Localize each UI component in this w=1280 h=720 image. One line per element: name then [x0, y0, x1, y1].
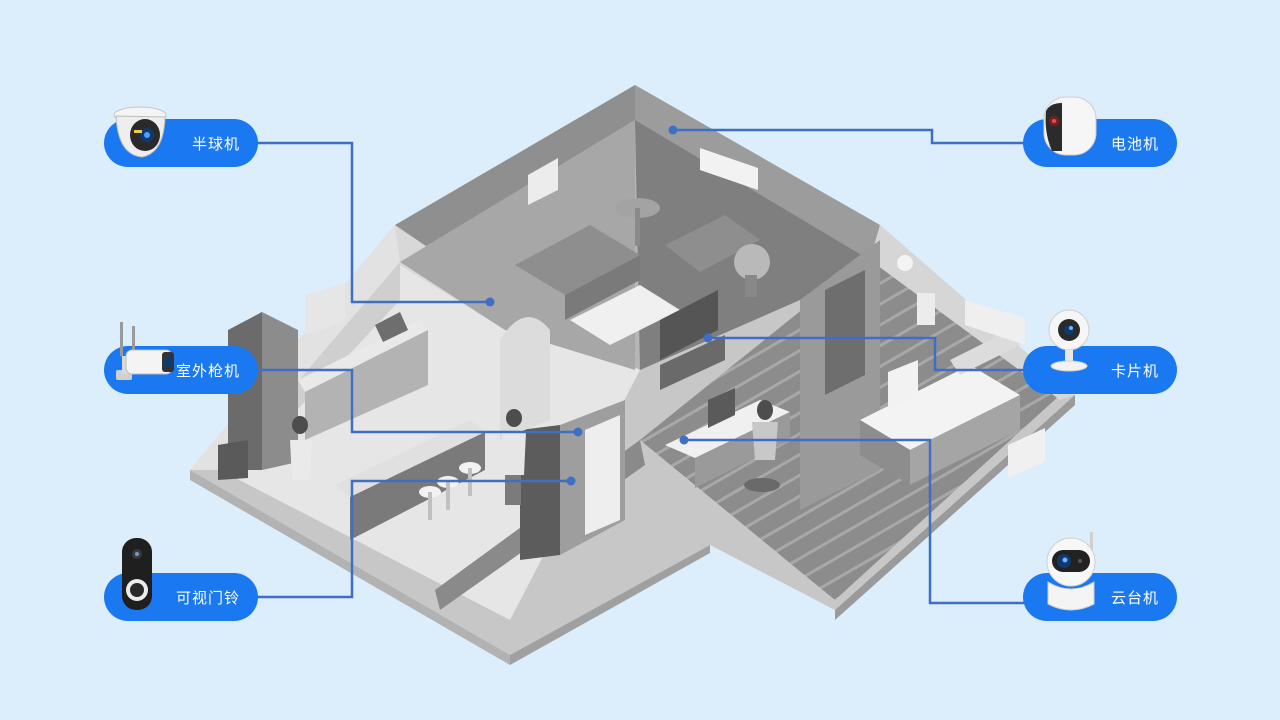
connector-card [708, 336, 1025, 372]
ptz-camera-icon [1046, 532, 1096, 611]
house-illustration [190, 85, 1075, 665]
doorbell-icon [122, 538, 152, 610]
battery-camera-icon [1043, 96, 1097, 156]
anchor-card [703, 333, 713, 343]
connector-bullet [255, 368, 578, 434]
connector-dome [255, 141, 490, 304]
bullet-camera-text: 室外枪机 [175, 361, 240, 380]
card-camera-text: 卡片机 [1110, 361, 1159, 380]
connector-doorbell [255, 479, 571, 599]
card-camera-label[interactable]: 卡片机 [1023, 346, 1177, 394]
connector-lines [255, 128, 1025, 605]
anchor-ptz [679, 435, 689, 445]
connector-battery [673, 128, 1025, 145]
anchor-bullet [573, 427, 583, 437]
anchor-battery [668, 125, 678, 135]
connector-ptz [684, 438, 1025, 605]
battery-camera-text: 电池机 [1110, 134, 1159, 153]
dome-camera-icon [113, 106, 167, 158]
card-camera-icon [1048, 309, 1090, 372]
ptz-camera-text: 云台机 [1110, 588, 1159, 607]
ptz-camera-label[interactable]: 云台机 [1023, 573, 1177, 621]
anchor-dome [485, 297, 495, 307]
dome-camera-text: 半球机 [191, 134, 240, 153]
anchor-doorbell [566, 476, 576, 486]
doorbell-text: 可视门铃 [175, 588, 240, 607]
bullet-camera-icon [116, 322, 174, 380]
